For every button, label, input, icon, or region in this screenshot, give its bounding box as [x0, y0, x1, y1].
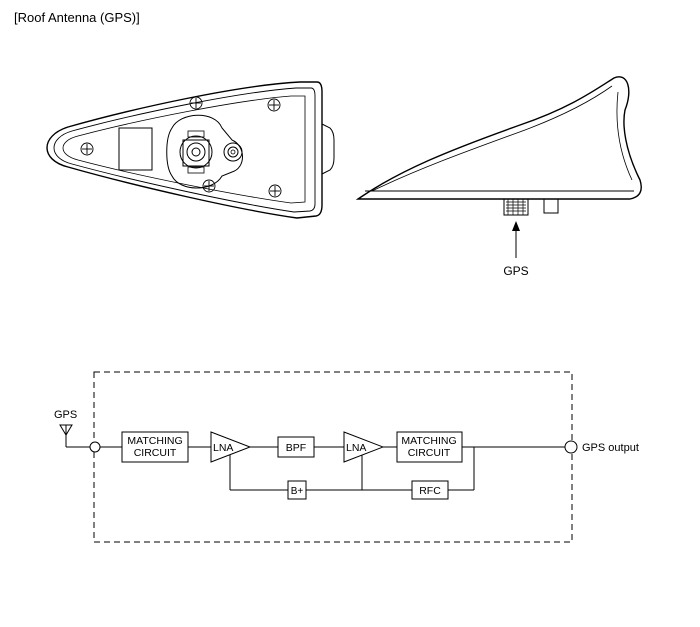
lna1-text: LNA — [213, 442, 233, 454]
bplus-text: B+ — [291, 486, 304, 497]
output-node — [564, 440, 578, 454]
matching-circuit-1 — [121, 431, 189, 463]
block-diagram: GPS GPS output MATCHING CIRCUIT LNA BPF … — [54, 371, 639, 543]
lna-1 — [210, 431, 252, 463]
matching-circuit-2 — [396, 431, 463, 463]
bplus-block — [287, 480, 307, 500]
lna-2 — [343, 431, 385, 463]
matching1-text-1: MATCHING — [127, 435, 182, 447]
antenna-icon — [59, 424, 90, 448]
antenna-top-view — [46, 81, 335, 219]
page-title: [Roof Antenna (GPS)] — [14, 10, 140, 25]
side-gps-label: GPS — [503, 264, 528, 278]
gps-arrow — [512, 221, 520, 231]
lna2-text: LNA — [346, 442, 366, 454]
bpf-block — [277, 436, 315, 458]
matching1-text-2: CIRCUIT — [134, 447, 177, 459]
antenna-side-view — [355, 76, 642, 258]
input-gps-label: GPS — [54, 409, 77, 421]
bpf-text: BPF — [286, 442, 306, 454]
input-node — [89, 441, 101, 453]
rfc-text: RFC — [419, 485, 441, 497]
matching2-text-1: MATCHING — [401, 435, 456, 447]
enclosure-box — [93, 371, 573, 543]
wires — [100, 446, 565, 491]
rfc-block — [411, 480, 449, 500]
matching2-text-2: CIRCUIT — [408, 447, 451, 459]
output-label: GPS output — [582, 442, 639, 454]
